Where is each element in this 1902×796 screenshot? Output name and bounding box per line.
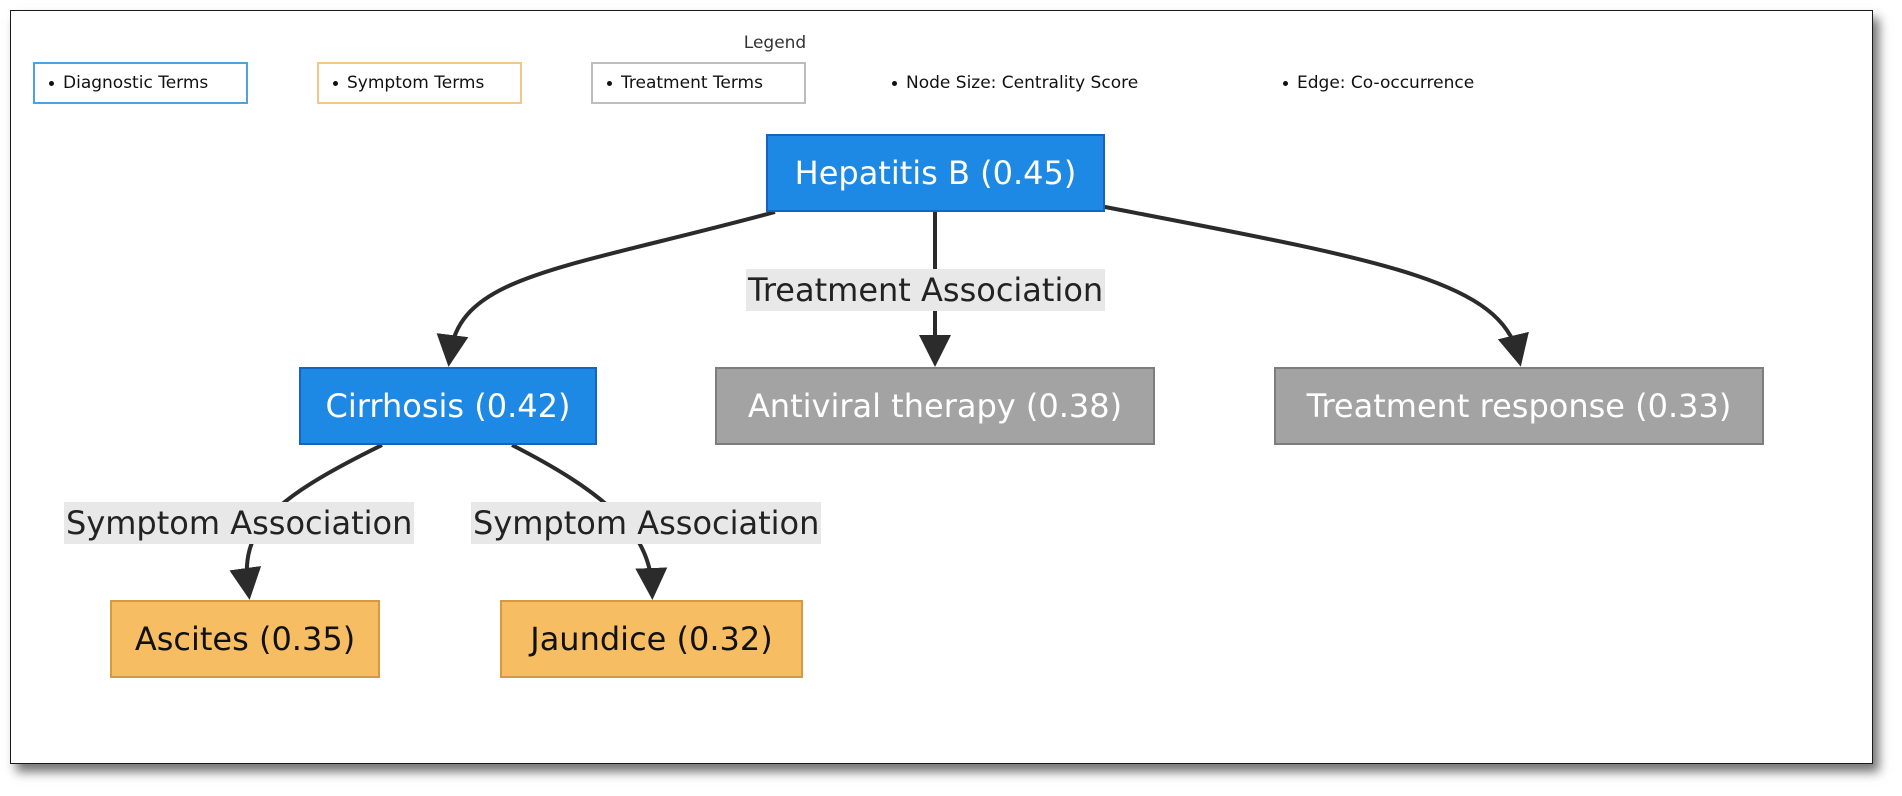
node-ascites[interactable]: Ascites (0.35) xyxy=(110,600,380,678)
legend-item-label: Treatment Terms xyxy=(621,73,763,93)
legend-item-edge: Edge: Co-occurrence xyxy=(1269,62,1569,104)
legend-item-label: Diagnostic Terms xyxy=(63,73,209,93)
edge-label-treatment-association: Treatment Association xyxy=(746,269,1106,311)
edge-label-symptom-association: Symptom Association xyxy=(471,502,822,544)
bullet-icon xyxy=(333,80,338,86)
edge-label-symptom-association: Symptom Association xyxy=(64,502,415,544)
edge-hepatitis-cirrhosis xyxy=(436,210,776,367)
node-hepatitis-b[interactable]: Hepatitis B (0.45) xyxy=(766,134,1105,212)
node-treatment-response[interactable]: Treatment response (0.33) xyxy=(1274,367,1764,445)
legend-item-label: Edge: Co-occurrence xyxy=(1297,73,1475,93)
node-jaundice[interactable]: Jaundice (0.32) xyxy=(500,600,803,678)
bullet-icon xyxy=(1283,80,1288,86)
legend-item-node-size: Node Size: Centrality Score xyxy=(878,62,1218,104)
node-antiviral-therapy[interactable]: Antiviral therapy (0.38) xyxy=(715,367,1155,445)
bullet-icon xyxy=(49,80,54,86)
legend-item-treatment: Treatment Terms xyxy=(591,62,806,104)
node-cirrhosis[interactable]: Cirrhosis (0.42) xyxy=(299,367,597,445)
edge-hepatitis-treatment-response xyxy=(1099,204,1529,367)
legend-item-diagnostic: Diagnostic Terms xyxy=(33,62,248,104)
legend-item-symptom: Symptom Terms xyxy=(317,62,522,104)
legend-title: Legend xyxy=(743,33,807,53)
legend-item-label: Symptom Terms xyxy=(347,73,485,93)
bullet-icon xyxy=(607,80,612,86)
bullet-icon xyxy=(892,80,897,86)
legend-item-label: Node Size: Centrality Score xyxy=(906,73,1139,93)
